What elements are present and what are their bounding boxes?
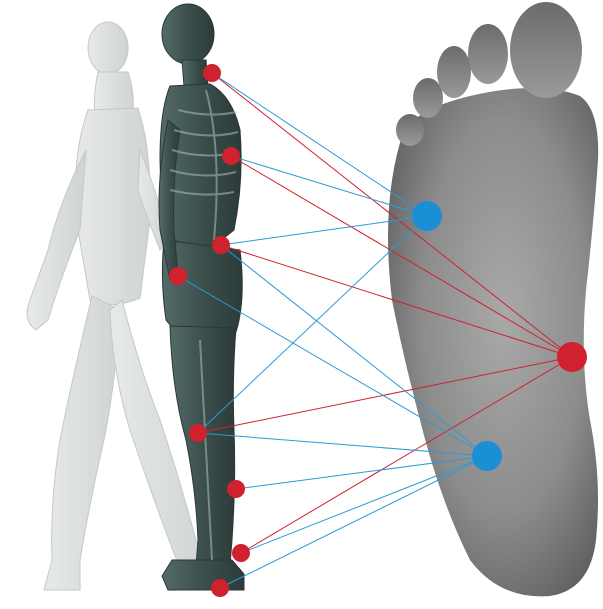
body-marker bbox=[212, 236, 230, 254]
foot-sole bbox=[388, 2, 598, 596]
body-marker bbox=[232, 544, 250, 562]
body-marker bbox=[211, 579, 229, 597]
foot-marker-blue-upper bbox=[412, 201, 442, 231]
blue-connection-line bbox=[220, 456, 487, 588]
body-marker bbox=[203, 64, 221, 82]
body-marker bbox=[222, 147, 240, 165]
body-marker bbox=[189, 424, 207, 442]
foot-marker-red bbox=[557, 342, 587, 372]
foot-marker-blue-lower bbox=[472, 441, 502, 471]
blue-connection-line bbox=[212, 73, 427, 216]
body-marker bbox=[227, 480, 245, 498]
body-marker bbox=[169, 267, 187, 285]
